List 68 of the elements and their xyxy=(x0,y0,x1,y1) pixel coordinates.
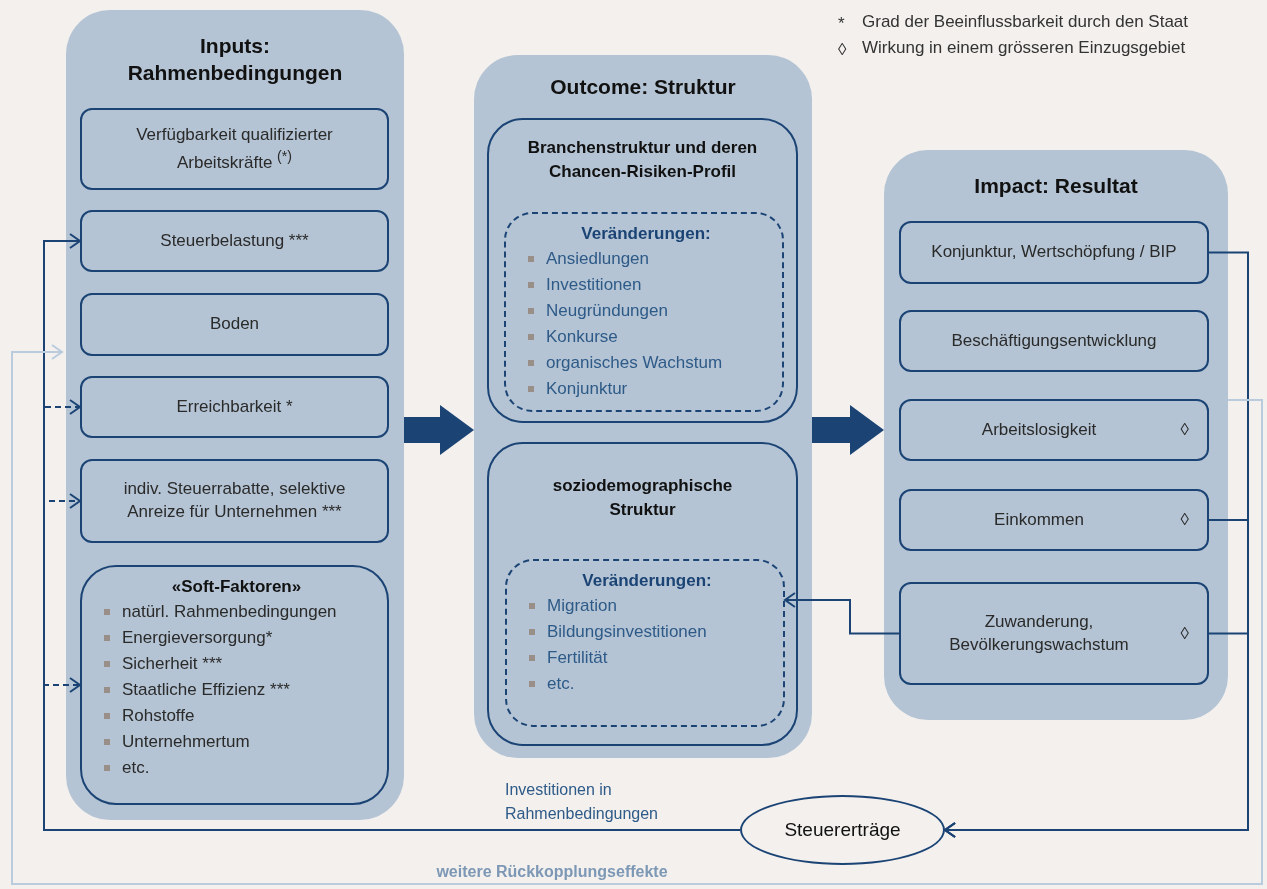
factor-box xyxy=(899,310,1209,372)
bullet-item: Migration xyxy=(521,592,773,619)
footnote-symbol: ◊ xyxy=(838,40,847,60)
bullet-item: Staatliche Effizienz *** xyxy=(96,676,377,703)
box-text: Beschäftigungsentwicklung xyxy=(951,329,1157,352)
list-heading: Veränderungen: xyxy=(580,223,712,245)
flow-arrow xyxy=(812,405,884,455)
bullet-item: Fertilität xyxy=(521,644,773,671)
box-heading: soziodemographische Struktur xyxy=(551,475,734,521)
connector-arrow xyxy=(43,233,741,831)
connector-arrow xyxy=(944,632,1249,838)
bullet-item: Ansiedlungen xyxy=(520,245,772,272)
list-heading: «Soft-Faktoren» xyxy=(170,576,303,598)
box-text: Steuererträge xyxy=(784,819,901,841)
change-list-box xyxy=(505,559,785,727)
box-text: Verfügbarkeit qualifizierter Arbeitskräfte $^{(*)}$ xyxy=(135,123,334,174)
factor-box xyxy=(899,399,1209,461)
factor-box xyxy=(80,293,389,356)
bullet-item: Neugründungen xyxy=(520,297,772,324)
change-list-box xyxy=(504,212,784,412)
footnote-symbol: * xyxy=(838,14,845,34)
panel-title: Impact: Resultat xyxy=(973,173,1139,199)
bullet-item: Investitionen xyxy=(520,271,772,298)
box-text: Zuwanderung, Bevölkerungswachstum xyxy=(948,610,1130,656)
list-heading: Veränderungen: xyxy=(581,570,713,592)
bullet-item: Konjunktur xyxy=(520,375,772,402)
note-text: Wirkung in einem grösseren Einzugsgebiet xyxy=(862,38,1186,58)
factor-box xyxy=(80,459,389,543)
connector-arrow xyxy=(784,592,900,635)
structure-box xyxy=(487,442,798,746)
stage-panel xyxy=(884,150,1228,720)
factor-box xyxy=(80,108,389,190)
bullet-item: Sicherheit *** xyxy=(96,650,377,677)
bullet-item: organisches Wachstum xyxy=(520,349,772,376)
stage-panel xyxy=(66,10,404,820)
box-text: Boden xyxy=(209,313,260,336)
structure-box xyxy=(487,118,798,423)
bullet-item: Konkurse xyxy=(520,323,772,350)
panel-title: Outcome: Struktur xyxy=(549,74,737,100)
connector-arrow xyxy=(11,344,1263,885)
box-heading: Branchenstruktur und deren Chancen-Risiken-Profil xyxy=(526,137,759,183)
bullet-item: Rohstoffe xyxy=(96,702,377,729)
factor-list-box xyxy=(80,565,389,805)
panel-title: Inputs: Rahmenbedingungen xyxy=(126,33,344,87)
box-text: Steuerbelastung *** xyxy=(160,229,309,252)
factor-box xyxy=(80,210,389,272)
bullet-item: natürl. Rahmenbedingungen xyxy=(96,598,377,625)
bullet-item: etc. xyxy=(521,670,773,697)
footnote-symbol: ◊ xyxy=(1180,622,1189,645)
factor-box xyxy=(80,376,389,438)
box-text: Konjunktur, Wertschöpfung / BIP xyxy=(931,241,1177,264)
box-text: Arbeitslosigkeit xyxy=(981,418,1097,441)
factor-box xyxy=(899,221,1209,284)
factor-box xyxy=(899,582,1209,685)
stage-panel xyxy=(474,55,812,758)
note-text: Grad der Beeinflussbarkeit durch den Staat xyxy=(862,12,1189,32)
footnote-symbol: ◊ xyxy=(1180,418,1189,441)
bullet-item: Energieversorgung* xyxy=(96,624,377,651)
bullet-item: Unternehmertum xyxy=(96,728,377,755)
bullet-item: Bildungsinvestitionen xyxy=(521,618,773,645)
bullet-item: etc. xyxy=(96,754,377,781)
box-text: indiv. Steuerrabatte, selektive Anreize für Unternehmen *** xyxy=(122,478,347,523)
box-text: Erreichbarkeit * xyxy=(176,395,293,418)
footnote-symbol: ◊ xyxy=(1180,508,1189,531)
result-ellipse xyxy=(740,795,945,865)
factor-box xyxy=(899,489,1209,551)
box-text: Einkommen xyxy=(994,508,1084,531)
flow-arrow xyxy=(404,405,474,455)
